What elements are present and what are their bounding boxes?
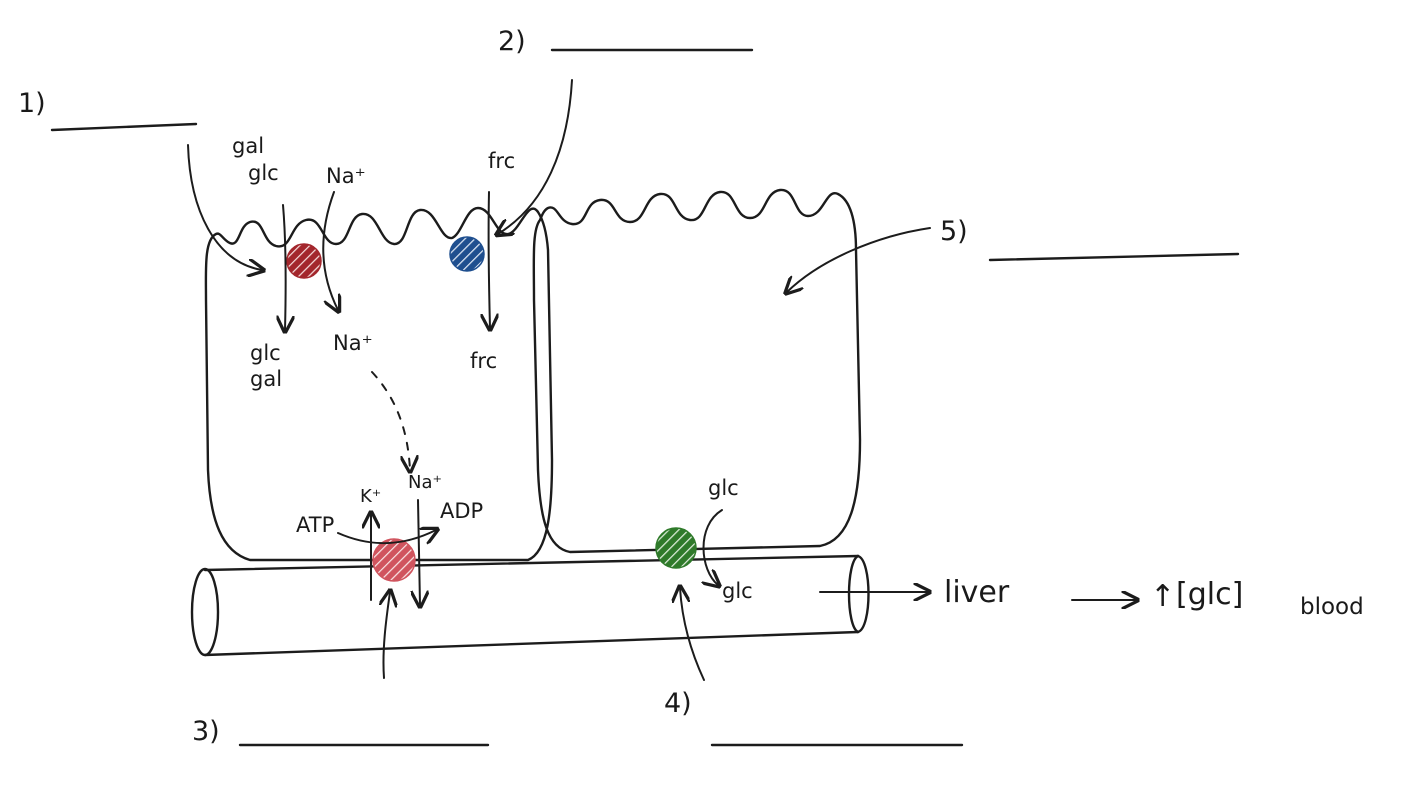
frc-cytosol-label: frc xyxy=(470,349,497,373)
na-pump-label: Na⁺ xyxy=(408,472,442,493)
liver-label: liver xyxy=(944,575,1010,610)
left-enterocyte xyxy=(204,206,554,562)
label-2: 2) xyxy=(498,26,526,57)
na-entry-arrow xyxy=(322,191,338,310)
adp-label: ADP xyxy=(440,499,483,523)
glc-concentration-label: [glc] xyxy=(1176,577,1243,612)
glut5-transporter xyxy=(449,236,485,272)
glc-basolateral-label: glc xyxy=(708,476,739,500)
atp-hydrolysis-arrow xyxy=(337,530,436,543)
k-label: K⁺ xyxy=(360,486,381,507)
glc-efflux-arrow xyxy=(704,509,723,585)
label-4-pointer xyxy=(680,588,705,681)
na-lumen-label: Na⁺ xyxy=(326,164,366,188)
glc-blood-label: glc xyxy=(722,579,753,603)
na-efflux-arrow xyxy=(418,499,420,605)
frc-entry-arrow xyxy=(489,191,490,328)
increase-arrow: ↑ xyxy=(1150,579,1175,614)
answer-line-1 xyxy=(50,122,198,132)
label-4: 4) xyxy=(664,688,692,719)
gal-cytosol-label: gal xyxy=(250,367,282,391)
na-cytosol-label: Na⁺ xyxy=(333,331,373,355)
label-3: 3) xyxy=(192,716,220,747)
label-5: 5) xyxy=(940,216,968,247)
na-diffusion-arrow xyxy=(371,371,410,470)
label-5-pointer xyxy=(787,227,931,292)
answer-line-5 xyxy=(988,252,1240,262)
frc-lumen-label: frc xyxy=(488,149,515,173)
gal-lumen-label: gal xyxy=(232,134,264,158)
glut2-transporter xyxy=(655,527,697,569)
glc-cytosol-label: glc xyxy=(250,341,281,365)
na-k-pump xyxy=(372,538,416,582)
right-enterocyte xyxy=(532,188,862,554)
label-3-pointer xyxy=(383,592,390,679)
label-2-pointer xyxy=(498,79,573,234)
glc-gal-entry-arrow xyxy=(283,204,286,330)
blood-subscript: blood xyxy=(1300,594,1364,620)
glc-lumen-label: glc xyxy=(248,161,279,185)
blood-vessel xyxy=(190,554,870,657)
atp-label: ATP xyxy=(296,513,334,537)
sglt1-transporter xyxy=(286,243,322,279)
label-1: 1) xyxy=(18,88,46,119)
label-1-pointer xyxy=(187,144,262,270)
